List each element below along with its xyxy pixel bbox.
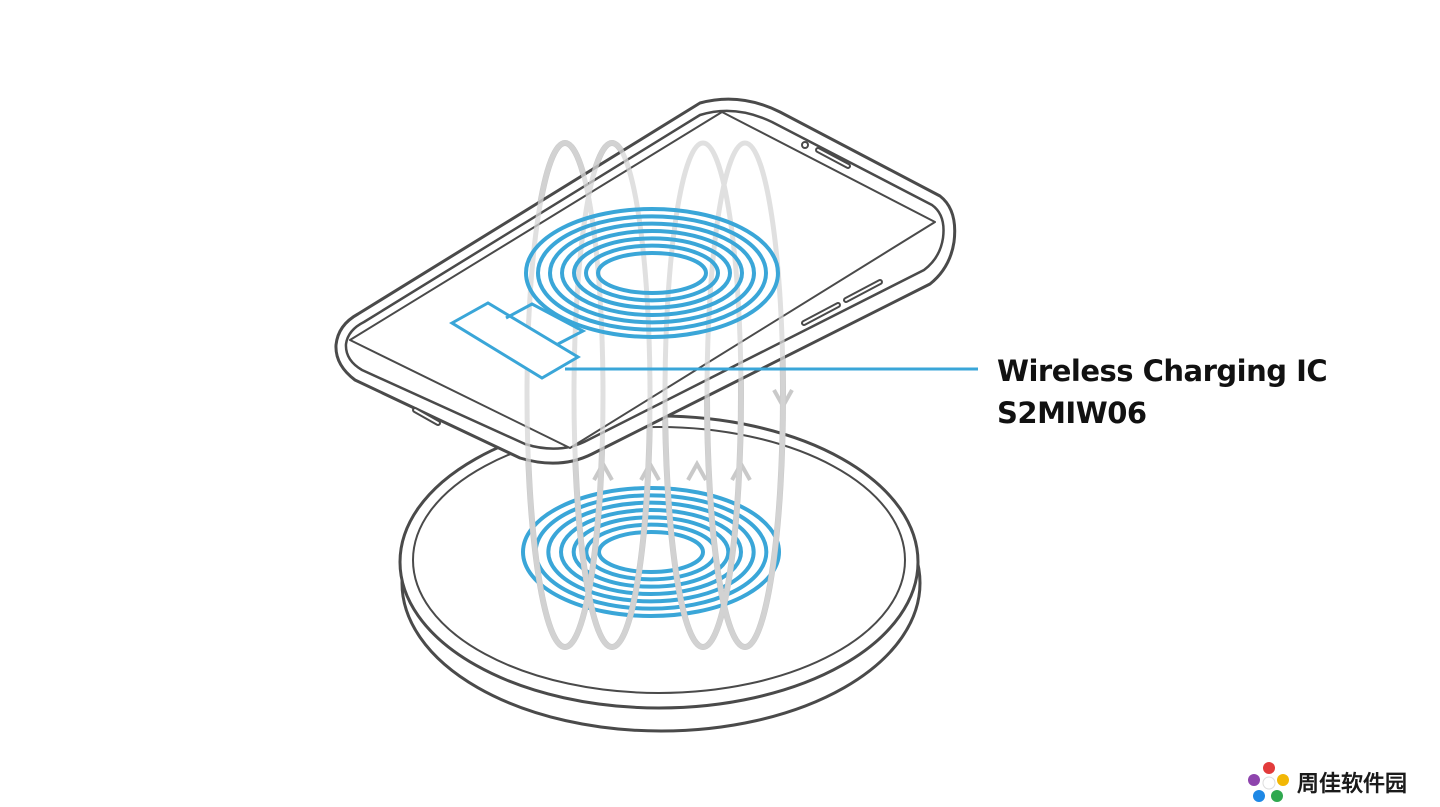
coil-ring: [596, 251, 708, 295]
coil-ring: [571, 515, 731, 589]
coil-ring: [559, 508, 743, 596]
wireless-charging-ic-chip: [449, 301, 978, 380]
coil-ring: [521, 486, 781, 618]
field-loop: [571, 140, 653, 650]
watermark-logo-icon: [1248, 762, 1289, 802]
charging-pad-icon: [398, 414, 922, 733]
coil-ring: [597, 530, 705, 574]
transmitter-coil-icon: [521, 486, 781, 618]
coil-ring: [546, 500, 756, 604]
callout-line-2: S2MIW06: [997, 396, 1147, 430]
coil-ring: [560, 229, 744, 317]
magnetic-field-lines-over-phone: [524, 140, 786, 650]
coil-ring: [572, 236, 732, 310]
field-loop: [662, 140, 744, 650]
coil-ring: [524, 207, 780, 339]
field-arrow-icon: [686, 459, 708, 481]
receiver-coil-icon: [524, 207, 780, 339]
watermark: 周佳软件园: [1247, 760, 1407, 804]
watermark-text: 周佳软件园: [1297, 772, 1408, 797]
field-loop: [524, 140, 606, 650]
coil-ring: [536, 214, 768, 332]
callout-line-1: Wireless Charging IC: [997, 354, 1328, 388]
coil-ring: [548, 221, 756, 325]
field-loop: [704, 140, 786, 650]
callout-label: Wireless Charging IC S2MIW06: [997, 350, 1328, 434]
coil-ring: [584, 243, 720, 303]
